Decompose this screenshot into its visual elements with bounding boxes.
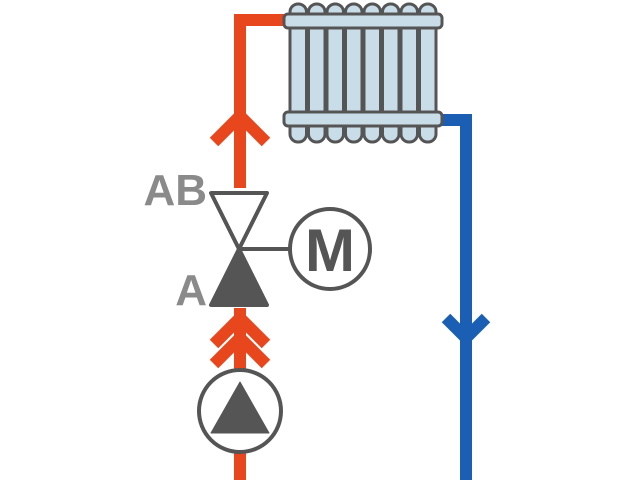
radiator-column — [399, 2, 419, 144]
radiator-column — [381, 2, 401, 144]
radiator-top-header — [282, 12, 444, 30]
three-way-valve-icon — [209, 188, 294, 308]
radiator-column — [288, 2, 308, 144]
radiator-bottom-header — [282, 110, 444, 128]
radiator-column — [307, 2, 327, 144]
valve-port-ab-triangle — [209, 191, 269, 251]
supply-flow-arrow-upper — [209, 107, 271, 147]
radiator-icon — [282, 2, 444, 144]
supply-flow-arrow-lower-2 — [209, 329, 271, 369]
radiator-column — [362, 2, 382, 144]
return-flow-arrow — [441, 313, 491, 347]
circulation-pump-icon — [197, 368, 283, 454]
pump-direction-triangle — [210, 381, 270, 434]
radiator-column — [418, 2, 438, 144]
return-pipe — [436, 114, 491, 480]
supply-flow-arrows — [209, 107, 271, 369]
radiator-column — [325, 2, 345, 144]
supply-pipe — [234, 14, 288, 480]
motor-label: M — [305, 217, 355, 284]
port-a-label: A — [175, 266, 207, 315]
radiator-column — [344, 2, 364, 144]
motor-actuator-icon: M — [288, 207, 372, 291]
port-ab-label: AB — [143, 166, 207, 215]
valve-port-a-triangle — [209, 247, 269, 307]
supply-flow-arrow-lower-1 — [209, 309, 271, 349]
